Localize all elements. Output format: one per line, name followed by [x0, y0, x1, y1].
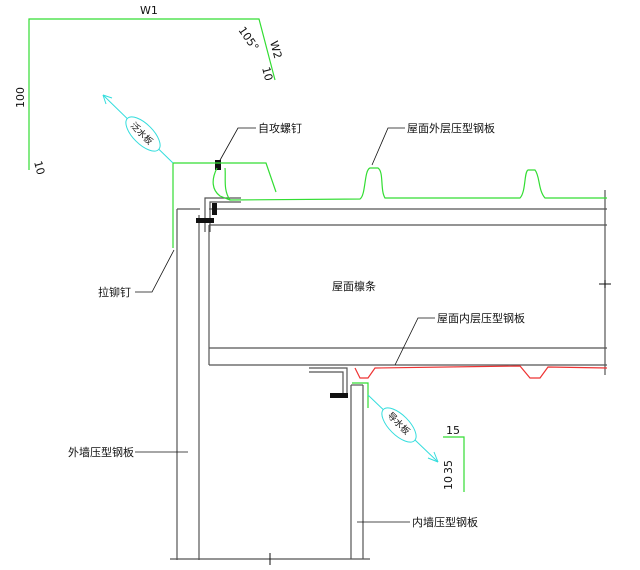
- dim-10-right: 10: [259, 65, 275, 82]
- bottom-flashing: [352, 382, 465, 492]
- leader-lines: [135, 127, 435, 523]
- inner-wall-panel-label: 内墙压型钢板: [412, 515, 478, 529]
- dim-angle: 105°: [236, 24, 262, 53]
- roof-outer-panel: [172, 162, 607, 248]
- self-tapping-screw-label: 自攻螺钉: [258, 121, 302, 135]
- break-marks: [269, 280, 611, 565]
- top-flashing-profile: [28, 18, 276, 170]
- dim-35: 35: [442, 460, 455, 474]
- purlin-label: 屋面檩条: [332, 279, 376, 293]
- flashing-bottom-callout: [367, 394, 439, 463]
- blind-rivet-label: 拉铆钉: [98, 285, 131, 299]
- flashing-top-callout: [102, 94, 174, 164]
- dim-15: 15: [446, 424, 460, 437]
- dim-10-left: 10: [31, 159, 47, 176]
- screw-icon: [196, 160, 348, 398]
- dim-10: 10: [442, 476, 455, 490]
- roof-outer-panel-label: 屋面外层压型钢板: [407, 121, 495, 135]
- outer-wall-panel-label: 外墙压型钢板: [68, 445, 134, 459]
- roof-inner-panel-label: 屋面内层压型钢板: [437, 311, 525, 325]
- structure-lines: [170, 190, 607, 560]
- dim-w1: W1: [140, 4, 158, 17]
- dim-w2: W2: [267, 39, 284, 60]
- dim-height: 100: [14, 87, 27, 108]
- roof-inner-panel: [354, 365, 608, 379]
